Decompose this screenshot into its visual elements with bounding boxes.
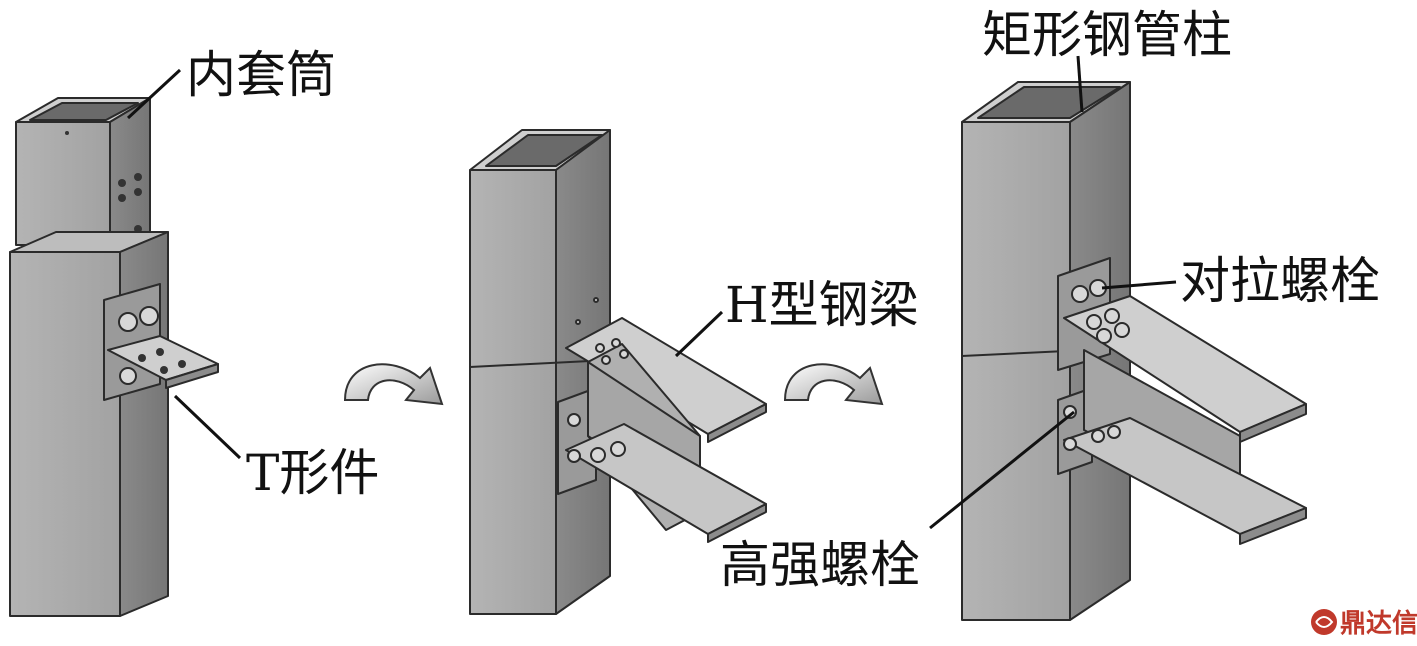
- leader-hs-bolt: [929, 410, 1075, 530]
- leader-rect-tube-column: [1076, 55, 1084, 113]
- leader-h-beam: [674, 310, 724, 358]
- column-2-side: [555, 129, 611, 615]
- high-strength-bolts: [1063, 308, 1130, 451]
- inner-sleeve-opening: [29, 102, 139, 121]
- label-h-beam: H型钢梁: [725, 276, 919, 334]
- stage-1-inner-sleeve-assembly: [9, 97, 219, 617]
- curved-arrow-icon: [343, 363, 444, 406]
- watermark: 鼎达信: [1311, 609, 1417, 639]
- stage-2-beam-placed: [469, 129, 767, 615]
- curved-arrow-icon: [783, 363, 884, 406]
- t-piece-flange-edge: [165, 363, 219, 389]
- watermark-text: 鼎达信: [1340, 609, 1417, 639]
- inner-sleeve-side: [109, 97, 151, 246]
- column-2-t-plate: [557, 387, 597, 495]
- label-tie-bolt: 对拉螺栓: [1180, 252, 1380, 310]
- leader-inner-sleeve: [126, 68, 182, 120]
- label-t-piece: T形件: [246, 444, 379, 502]
- stage-1-leaders: [126, 68, 242, 460]
- inner-sleeve-front: [15, 121, 111, 246]
- column-2-front: [469, 169, 557, 615]
- leader-t-piece: [173, 394, 242, 460]
- label-inner-sleeve: 内套筒: [186, 46, 336, 104]
- h-beam-bolts: [567, 297, 629, 463]
- column-3-opening: [977, 86, 1121, 119]
- t-piece-flange-holes: [138, 348, 186, 374]
- stage-3-leaders: [929, 55, 1177, 530]
- leader-tie-bolt: [1101, 280, 1177, 290]
- h-beam-bottom-flange-edge: [707, 503, 767, 543]
- t-piece-bolts: [118, 306, 159, 385]
- h-beam-top-flange-edge: [707, 403, 767, 443]
- h-beam-3-bottom-flange-edge: [1239, 507, 1307, 545]
- watermark-logo-icon: [1311, 609, 1337, 635]
- column-3-front: [961, 121, 1071, 621]
- label-hs-bolt: 高强螺栓: [720, 536, 920, 594]
- tie-bolt-heads: [1071, 279, 1107, 303]
- label-rect-tube-column: 矩形钢管柱: [982, 6, 1232, 64]
- stage-3-final-joint: [961, 81, 1307, 621]
